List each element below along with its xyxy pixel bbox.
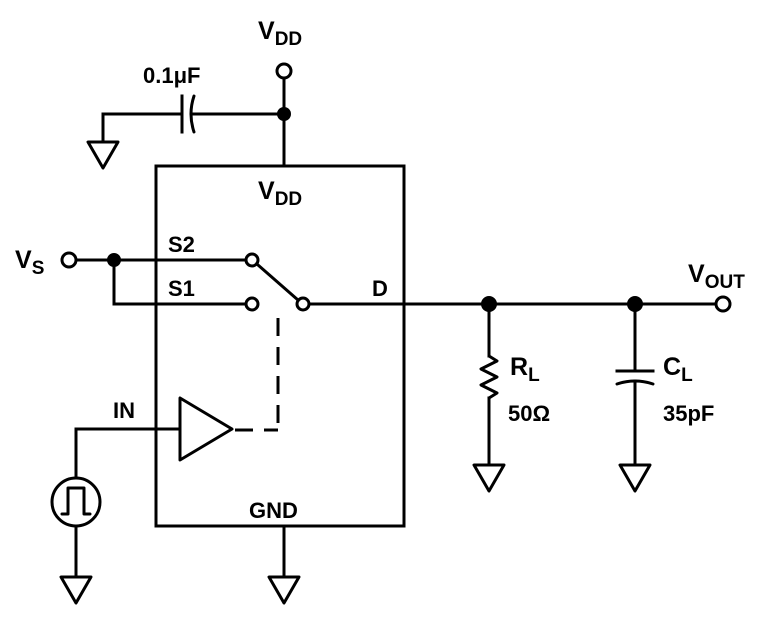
- s1-contact: [244, 296, 260, 312]
- decoupling-capacitor: [101, 94, 286, 144]
- switch-arm: [255, 262, 311, 312]
- vs-input-network: [60, 251, 260, 312]
- in-label: IN: [113, 398, 135, 423]
- cl-label: CL: [663, 353, 693, 386]
- s2-contact: [244, 252, 260, 268]
- gnd-label: GND: [249, 498, 298, 523]
- vs-terminal: [60, 251, 78, 269]
- output-line: [307, 295, 732, 313]
- d-label: D: [372, 276, 388, 301]
- load-resistor: [472, 302, 506, 493]
- cap-value-label: 0.1μF: [143, 63, 200, 88]
- cl-ground-symbol: [618, 463, 652, 493]
- rl-label: RL: [510, 353, 540, 386]
- in-input-network: [50, 427, 182, 605]
- vs-label: VS: [15, 246, 44, 279]
- chip-ground: [267, 524, 301, 605]
- pulse-ground-symbol: [59, 575, 93, 605]
- control-link: [235, 318, 280, 432]
- vout-label: VOUT: [688, 260, 745, 293]
- s2-label: S2: [168, 232, 195, 257]
- pulse-waveform-icon: [60, 486, 92, 516]
- rl-ground-symbol: [472, 463, 506, 493]
- d-contact: [295, 296, 311, 312]
- chip-ground-symbol: [267, 575, 301, 605]
- rl-value-label: 50Ω: [508, 401, 550, 426]
- driver-buffer: [178, 396, 234, 462]
- vdd-terminal: [275, 62, 293, 80]
- vdd-chip-label: VDD: [258, 177, 302, 210]
- vout-terminal: [714, 295, 732, 313]
- cap-ground-symbol: [86, 140, 120, 170]
- s1-label: S1: [168, 276, 195, 301]
- switch-ic-body: [154, 164, 406, 528]
- load-capacitor: [615, 302, 655, 493]
- pulse-generator: [50, 476, 102, 528]
- cl-value-label: 35pF: [663, 401, 714, 426]
- vdd-top-label: VDD: [258, 17, 302, 50]
